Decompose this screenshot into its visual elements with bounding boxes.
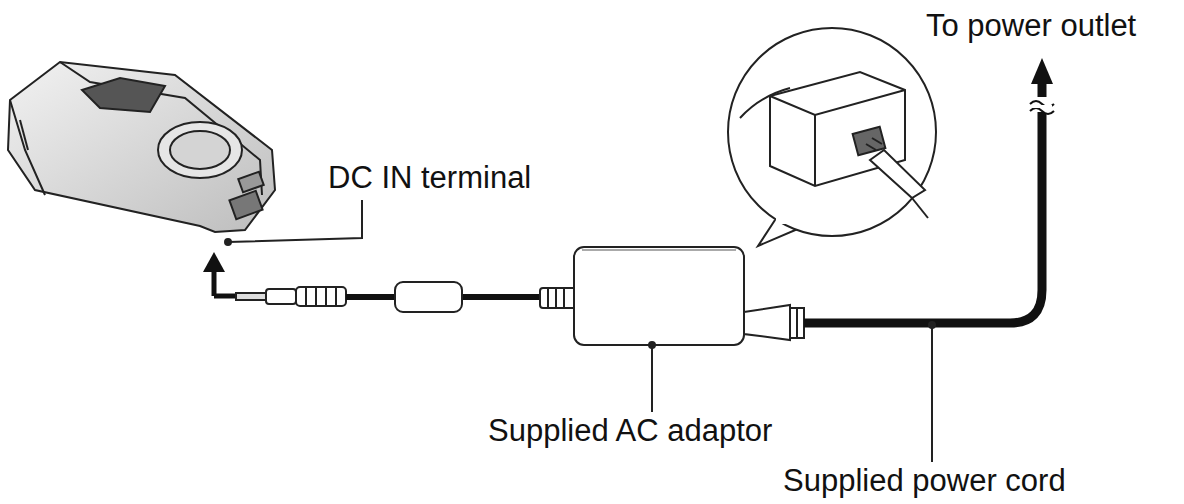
part-label: Supplied power cord <box>783 463 1066 499</box>
camera-device <box>8 62 275 232</box>
ac-adaptor <box>540 247 744 345</box>
power-cord-plug <box>744 305 804 340</box>
dc-plug <box>236 287 346 306</box>
part-label: DC IN terminal <box>328 160 531 196</box>
leader-lines <box>225 200 935 462</box>
part-label: Supplied AC adaptor <box>488 413 772 449</box>
callout-bubble <box>728 28 936 246</box>
part-label: To power outlet <box>926 8 1136 44</box>
ferrite-core <box>395 282 462 312</box>
